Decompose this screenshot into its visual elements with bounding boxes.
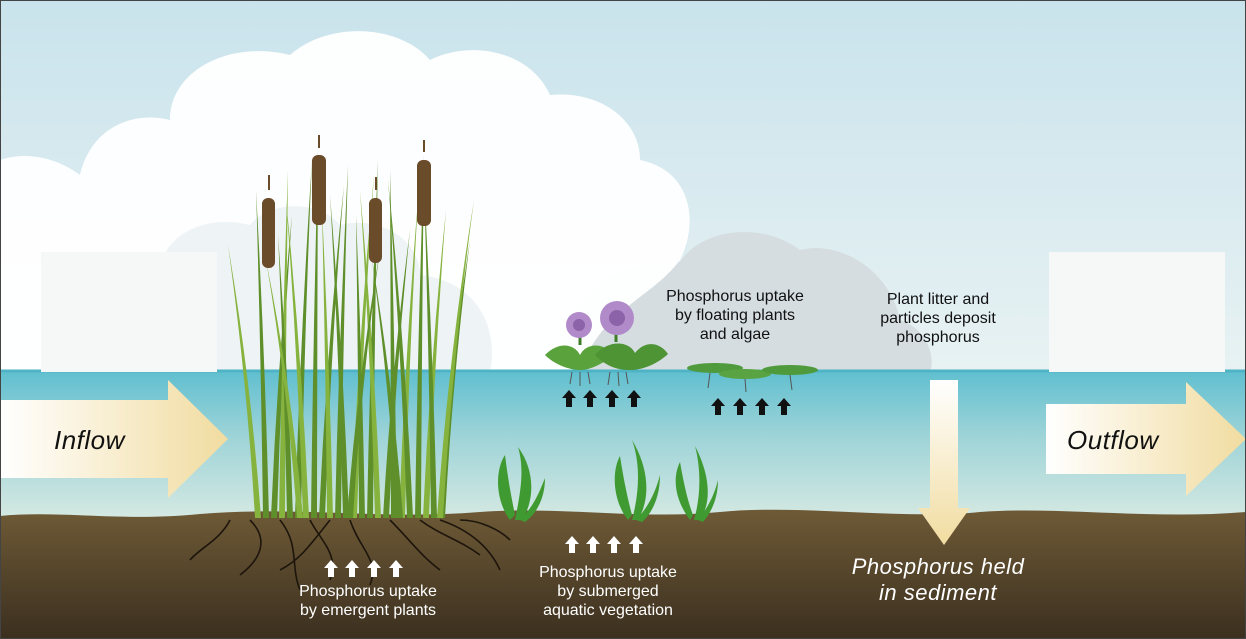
sediment-label-line-1: Phosphorus held [851, 554, 1025, 579]
uptake-arrow-icon [629, 536, 643, 553]
reed-blade [356, 215, 365, 518]
emergent-plants-label: Phosphorus uptake by emergent plants [270, 583, 466, 621]
sediment-label: Phosphorus held in sediment [820, 554, 1056, 607]
floating-plants [545, 301, 668, 387]
inflow-label: Inflow [54, 425, 125, 455]
reed-blade [286, 200, 309, 518]
emergent-label-line-2: by emergent plants [299, 601, 437, 619]
litter-label-line-1: Plant litter and [886, 291, 990, 308]
reed-blade [295, 160, 312, 518]
reed-blade [322, 210, 333, 518]
uptake-arrow-icon [627, 390, 641, 407]
uptake-arrow-icon [345, 560, 359, 577]
floating-label-line-1: Phosphorus uptake [666, 288, 804, 305]
reed-roots [189, 519, 511, 591]
reed-blade [372, 260, 403, 518]
lily-pads [687, 363, 818, 393]
submerged-label-line-2: by submerged [557, 582, 659, 600]
uptake-arrow-icon [565, 536, 579, 553]
reed-blade [256, 190, 269, 518]
floating-label-line-3: and algae [699, 325, 771, 343]
deposit-arrow [918, 380, 970, 545]
submerged-vegetation [498, 440, 718, 522]
reed-blade [437, 200, 474, 518]
uptake-arrow-icon [324, 560, 338, 577]
outflow-arrow [1046, 382, 1246, 496]
cattails [262, 135, 431, 268]
uptake-arrow-icon [607, 536, 621, 553]
reed-blade [266, 260, 303, 518]
emergent-label-line-1: Phosphorus uptake [299, 583, 437, 600]
reed-blade [415, 155, 424, 518]
uptake-arrow-icon [389, 560, 403, 577]
reed-blade [399, 200, 418, 518]
reed-blade [360, 190, 381, 518]
plant-litter-label: Plant litter and particles deposit phosp… [850, 291, 1026, 348]
outflow-label: Outflow [1067, 425, 1159, 455]
floating-label-line-2: by floating plants [674, 306, 796, 324]
right-blank-box [1049, 252, 1225, 372]
reed-blade [311, 150, 318, 518]
uptake-arrow-icon [583, 390, 597, 407]
reed-blade [347, 250, 380, 518]
uptake-arrow-icon [562, 390, 576, 407]
litter-label-line-2: particles deposit [880, 309, 996, 327]
submerged-label-line-1: Phosphorus uptake [539, 564, 677, 581]
reed-blade [330, 195, 349, 518]
reed-blade [423, 210, 446, 518]
reed-blade [228, 245, 261, 518]
reed-blade [271, 215, 292, 518]
uptake-arrow-icon [605, 390, 619, 407]
reed-blade [424, 185, 437, 518]
uptake-arrow-icon [777, 398, 791, 415]
reed-blade [319, 185, 344, 518]
uptake-arrows [324, 390, 791, 577]
litter-label-line-3: phosphorus [896, 328, 980, 346]
uptake-arrow-icon [733, 398, 747, 415]
submerged-label-line-3: aquatic vegetation [543, 601, 673, 619]
emergent-reeds [228, 150, 474, 518]
inflow-arrow [0, 380, 228, 498]
uptake-arrow-icon [755, 398, 769, 415]
reed-blade [388, 180, 413, 518]
uptake-arrow-icon [586, 536, 600, 553]
reed-blade [383, 230, 410, 518]
uptake-arrow-icon [711, 398, 725, 415]
submerged-vegetation-label: Phosphorus uptake by submerged aquatic v… [510, 564, 706, 621]
sediment-label-line-2: in sediment [878, 580, 997, 606]
reed-blade [335, 165, 348, 518]
floating-plants-label: Phosphorus uptake by floating plants and… [640, 288, 830, 345]
left-blank-box [41, 252, 217, 372]
uptake-arrow-icon [367, 560, 381, 577]
